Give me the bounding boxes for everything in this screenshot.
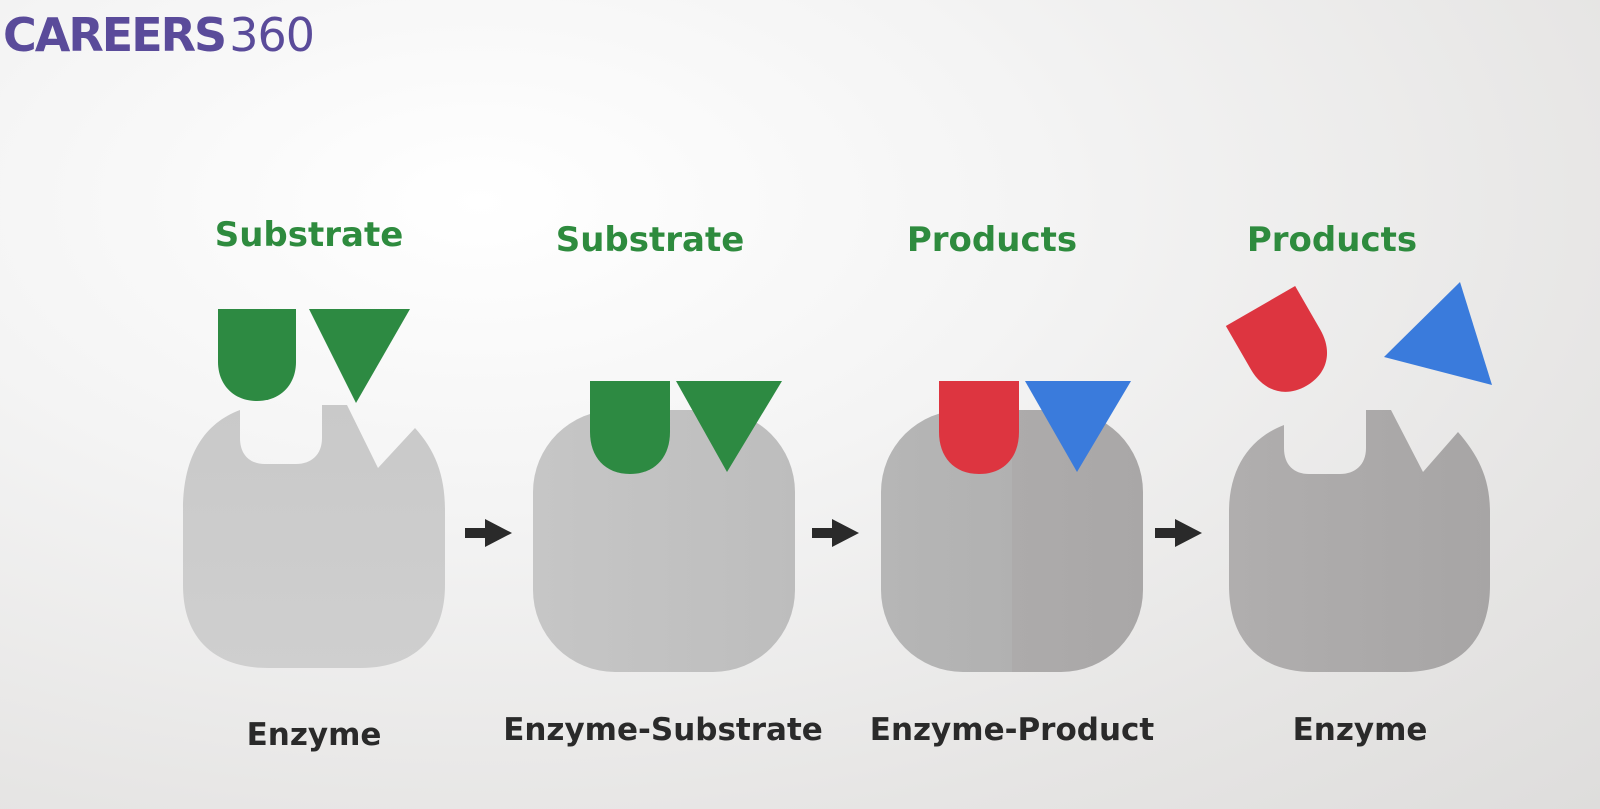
stage-2-top-label: Substrate — [555, 220, 745, 260]
stage-3-product-blue — [1025, 381, 1131, 472]
stage-1-substrate-u-shape — [218, 309, 296, 401]
stage-3-bottom-label: Enzyme-Product — [869, 712, 1155, 748]
logo-brand-text: CAREERS — [3, 8, 227, 62]
stage-1-enzyme-with-notch — [183, 405, 445, 668]
stage-1-bottom-label: Enzyme — [246, 717, 382, 753]
careers360-logo[interactable]: CAREERS 360 — [3, 8, 315, 68]
stage-2-bottom-label: Enzyme-Substrate — [503, 712, 823, 748]
arrow-right-icon — [812, 519, 859, 547]
stage-3-product-red — [939, 381, 1019, 474]
stage-2-enzyme-body — [533, 410, 795, 672]
arrow-right-icon — [465, 519, 512, 547]
stage-3-top-label: Products — [906, 220, 1078, 260]
stage-1-substrate-triangle — [309, 309, 410, 403]
stage-2-substrate-triangle — [676, 381, 782, 472]
stage-2-substrate-u-shape — [590, 381, 670, 474]
stage-4-product-red-released — [1225, 286, 1327, 392]
stage-4-product-blue-released — [1384, 282, 1492, 385]
stage-4-top-label: Products — [1246, 220, 1418, 260]
stage-3-enzyme-body — [881, 410, 1143, 672]
stage-4-bottom-label: Enzyme — [1292, 712, 1428, 748]
stage-4-enzyme-with-notch — [1229, 410, 1490, 672]
arrow-right-icon — [1155, 519, 1202, 547]
stage-1-top-label: Substrate — [214, 215, 404, 255]
logo-brand-number: 360 — [229, 8, 315, 62]
